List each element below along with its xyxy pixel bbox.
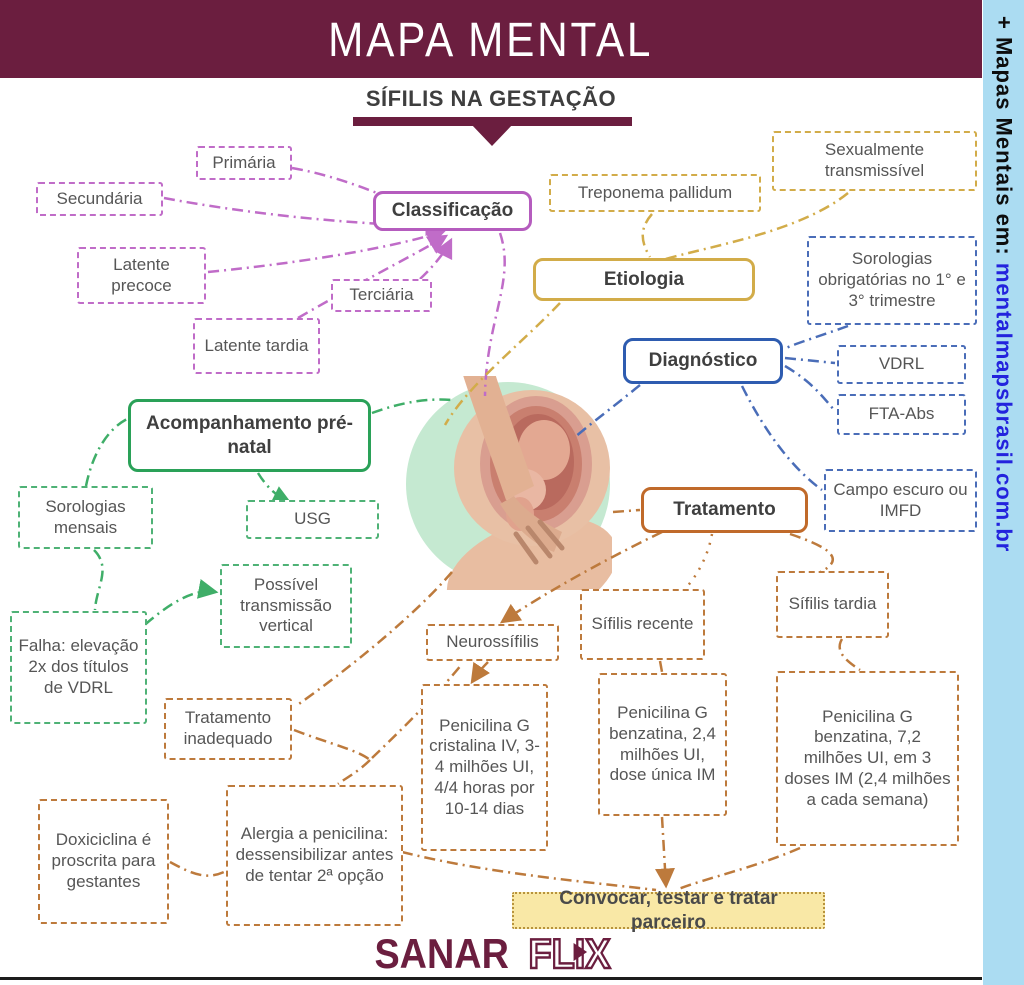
node-alergia: Alergia a penicilina: dessensibilizar an…: [226, 785, 403, 926]
node-diagnostico: Diagnóstico: [623, 338, 783, 384]
node-fta-abs: FTA-Abs: [837, 394, 966, 435]
node-latente-tardia: Latente tardia: [193, 318, 320, 374]
node-vdrl: VDRL: [837, 345, 966, 384]
node-terciaria: Terciária: [331, 279, 432, 312]
map-subtitle: SÍFILIS NA GESTAÇÃO: [365, 86, 617, 111]
page-title: MAPA MENTAL: [328, 11, 654, 67]
subtitle-pointer-icon: [471, 124, 513, 146]
bottom-divider: [0, 977, 982, 980]
promo-sidebar: + Mapas Mentais em: mentalmapsbrasil.com…: [983, 0, 1024, 985]
node-etiologia: Etiologia: [533, 258, 755, 301]
node-sifilis-recente: Sífilis recente: [580, 589, 705, 660]
node-campo-escuro: Campo escuro ou IMFD: [824, 469, 977, 532]
brand-logo: SANAR FLIX: [0, 929, 982, 979]
node-acompanhamento: Acompanhamento pré-natal: [128, 399, 371, 472]
node-tratamento: Tratamento: [641, 487, 808, 533]
node-falha: Falha: elevação 2x dos títulos de VDRL: [10, 611, 147, 724]
logo-flix: FLIX: [528, 929, 612, 979]
subtitle-underline: [353, 117, 632, 126]
promo-prefix: + Mapas Mentais em:: [991, 16, 1017, 263]
node-latente-precoce: Latente precoce: [77, 247, 206, 304]
node-penicilina-cristalina: Penicilina G cristalina IV, 3-4 milhões …: [421, 684, 548, 851]
node-sifilis-tardia: Sífilis tardia: [776, 571, 889, 638]
node-primaria: Primária: [196, 146, 292, 180]
promo-url: mentalmapsbrasil.com.br: [991, 262, 1017, 553]
node-penicilina-benzatina-24: Penicilina G benzatina, 2,4 milhões UI, …: [598, 673, 727, 816]
title-bar: MAPA MENTAL: [0, 0, 982, 78]
node-doxiciclina: Doxiciclina é proscrita para gestantes: [38, 799, 169, 924]
node-neurossifilis: Neurossífilis: [426, 624, 559, 661]
node-possivel-transmissao: Possível transmissão vertical: [220, 564, 352, 648]
node-usg: USG: [246, 500, 379, 539]
promo-text: + Mapas Mentais em: mentalmapsbrasil.com…: [991, 0, 1017, 985]
node-secundaria: Secundária: [36, 182, 163, 216]
node-convocar-parceiro: Convocar, testar e tratar parceiro: [512, 888, 825, 933]
logo-flix-text: FLIX: [528, 929, 612, 979]
node-sorologias-obrigatorias: Sorologias obrigatórias no 1° e 3° trime…: [807, 236, 977, 325]
pregnancy-illustration: [406, 376, 612, 590]
node-sexualmente: Sexualmente transmissível: [772, 131, 977, 191]
node-penicilina-benzatina-72: Penicilina G benzatina, 7,2 milhões UI, …: [776, 671, 959, 846]
node-tratamento-inadequado: Tratamento inadequado: [164, 698, 292, 760]
logo-sanar: SANAR: [374, 930, 509, 977]
node-classificacao: Classificação: [373, 191, 532, 231]
play-icon: [573, 943, 588, 961]
node-sorologias-mensais: Sorologias mensais: [18, 486, 153, 549]
node-treponema: Treponema pallidum: [549, 174, 761, 212]
